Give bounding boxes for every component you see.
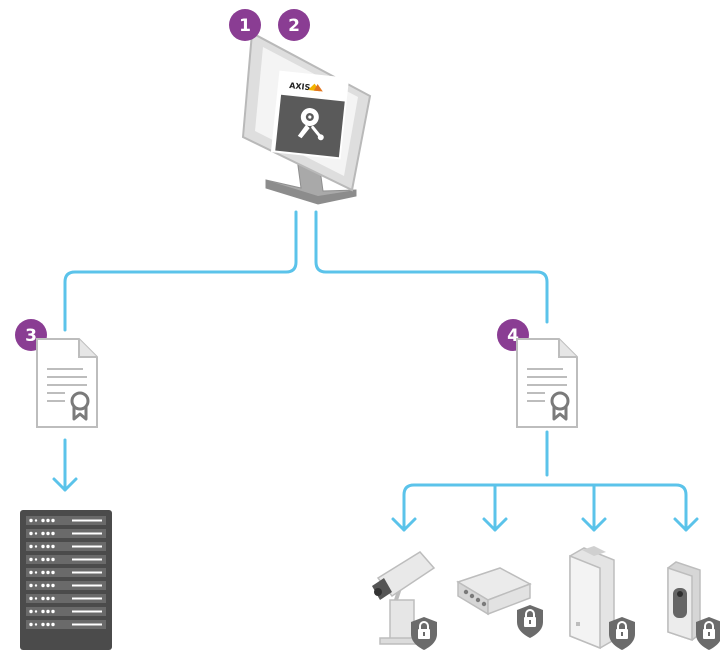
box-camera-icon (372, 551, 436, 645)
io-module-icon (569, 546, 615, 650)
server-unit (26, 620, 106, 629)
axis-logo: AXIS (289, 81, 323, 92)
server-unit (26, 607, 106, 616)
server-unit (26, 555, 106, 564)
badge-2: 2 (278, 9, 310, 41)
server-rack-icon (20, 510, 112, 650)
server-unit (26, 542, 106, 551)
monitor-icon: AXIS (241, 31, 372, 205)
server-unit (26, 529, 106, 538)
badge-1: 1 (229, 9, 261, 41)
connector-lines (52, 210, 699, 532)
server-unit (26, 516, 106, 525)
encoder-icon (456, 567, 532, 616)
server-unit (26, 581, 106, 590)
axis-logo-text: AXIS (289, 81, 311, 92)
badge-1-label: 1 (239, 16, 251, 36)
config-camera-wrench-icon (297, 108, 324, 141)
server-unit (26, 568, 106, 577)
shield-lock-icon-3 (608, 616, 636, 651)
shield-lock-icon-4 (695, 616, 720, 651)
badge-3-label: 3 (25, 326, 37, 346)
door-station-icon (667, 561, 701, 642)
shield-lock-icon-1 (410, 616, 438, 651)
certificate-icon-right (515, 337, 579, 429)
shield-lock-icon-2 (516, 604, 544, 639)
badge-2-label: 2 (288, 16, 300, 36)
certificate-icon-left (35, 337, 99, 429)
server-unit (26, 594, 106, 603)
